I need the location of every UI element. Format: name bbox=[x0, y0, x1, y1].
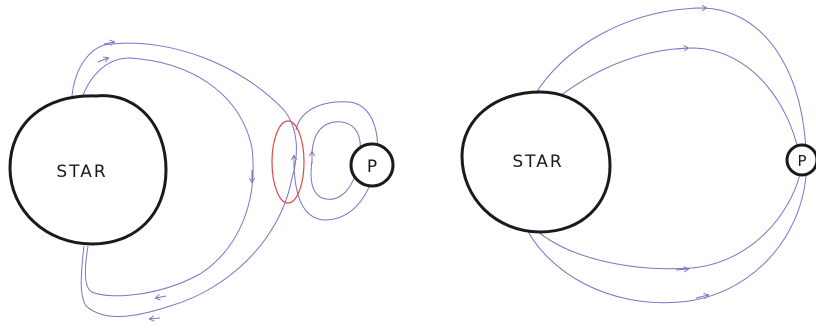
planet-label: P bbox=[797, 152, 808, 170]
interaction-region-ellipse bbox=[272, 121, 304, 203]
right-panel: STAR P bbox=[462, 8, 816, 303]
field-arrow bbox=[150, 318, 160, 319]
field-arrow bbox=[676, 269, 688, 270]
star-label: STAR bbox=[512, 152, 563, 172]
field-arrow bbox=[156, 296, 166, 298]
star-label: STAR bbox=[56, 162, 107, 182]
left-panel: STAR P bbox=[10, 42, 393, 319]
planet-label: P bbox=[367, 157, 379, 177]
field-arrow bbox=[98, 58, 108, 62]
